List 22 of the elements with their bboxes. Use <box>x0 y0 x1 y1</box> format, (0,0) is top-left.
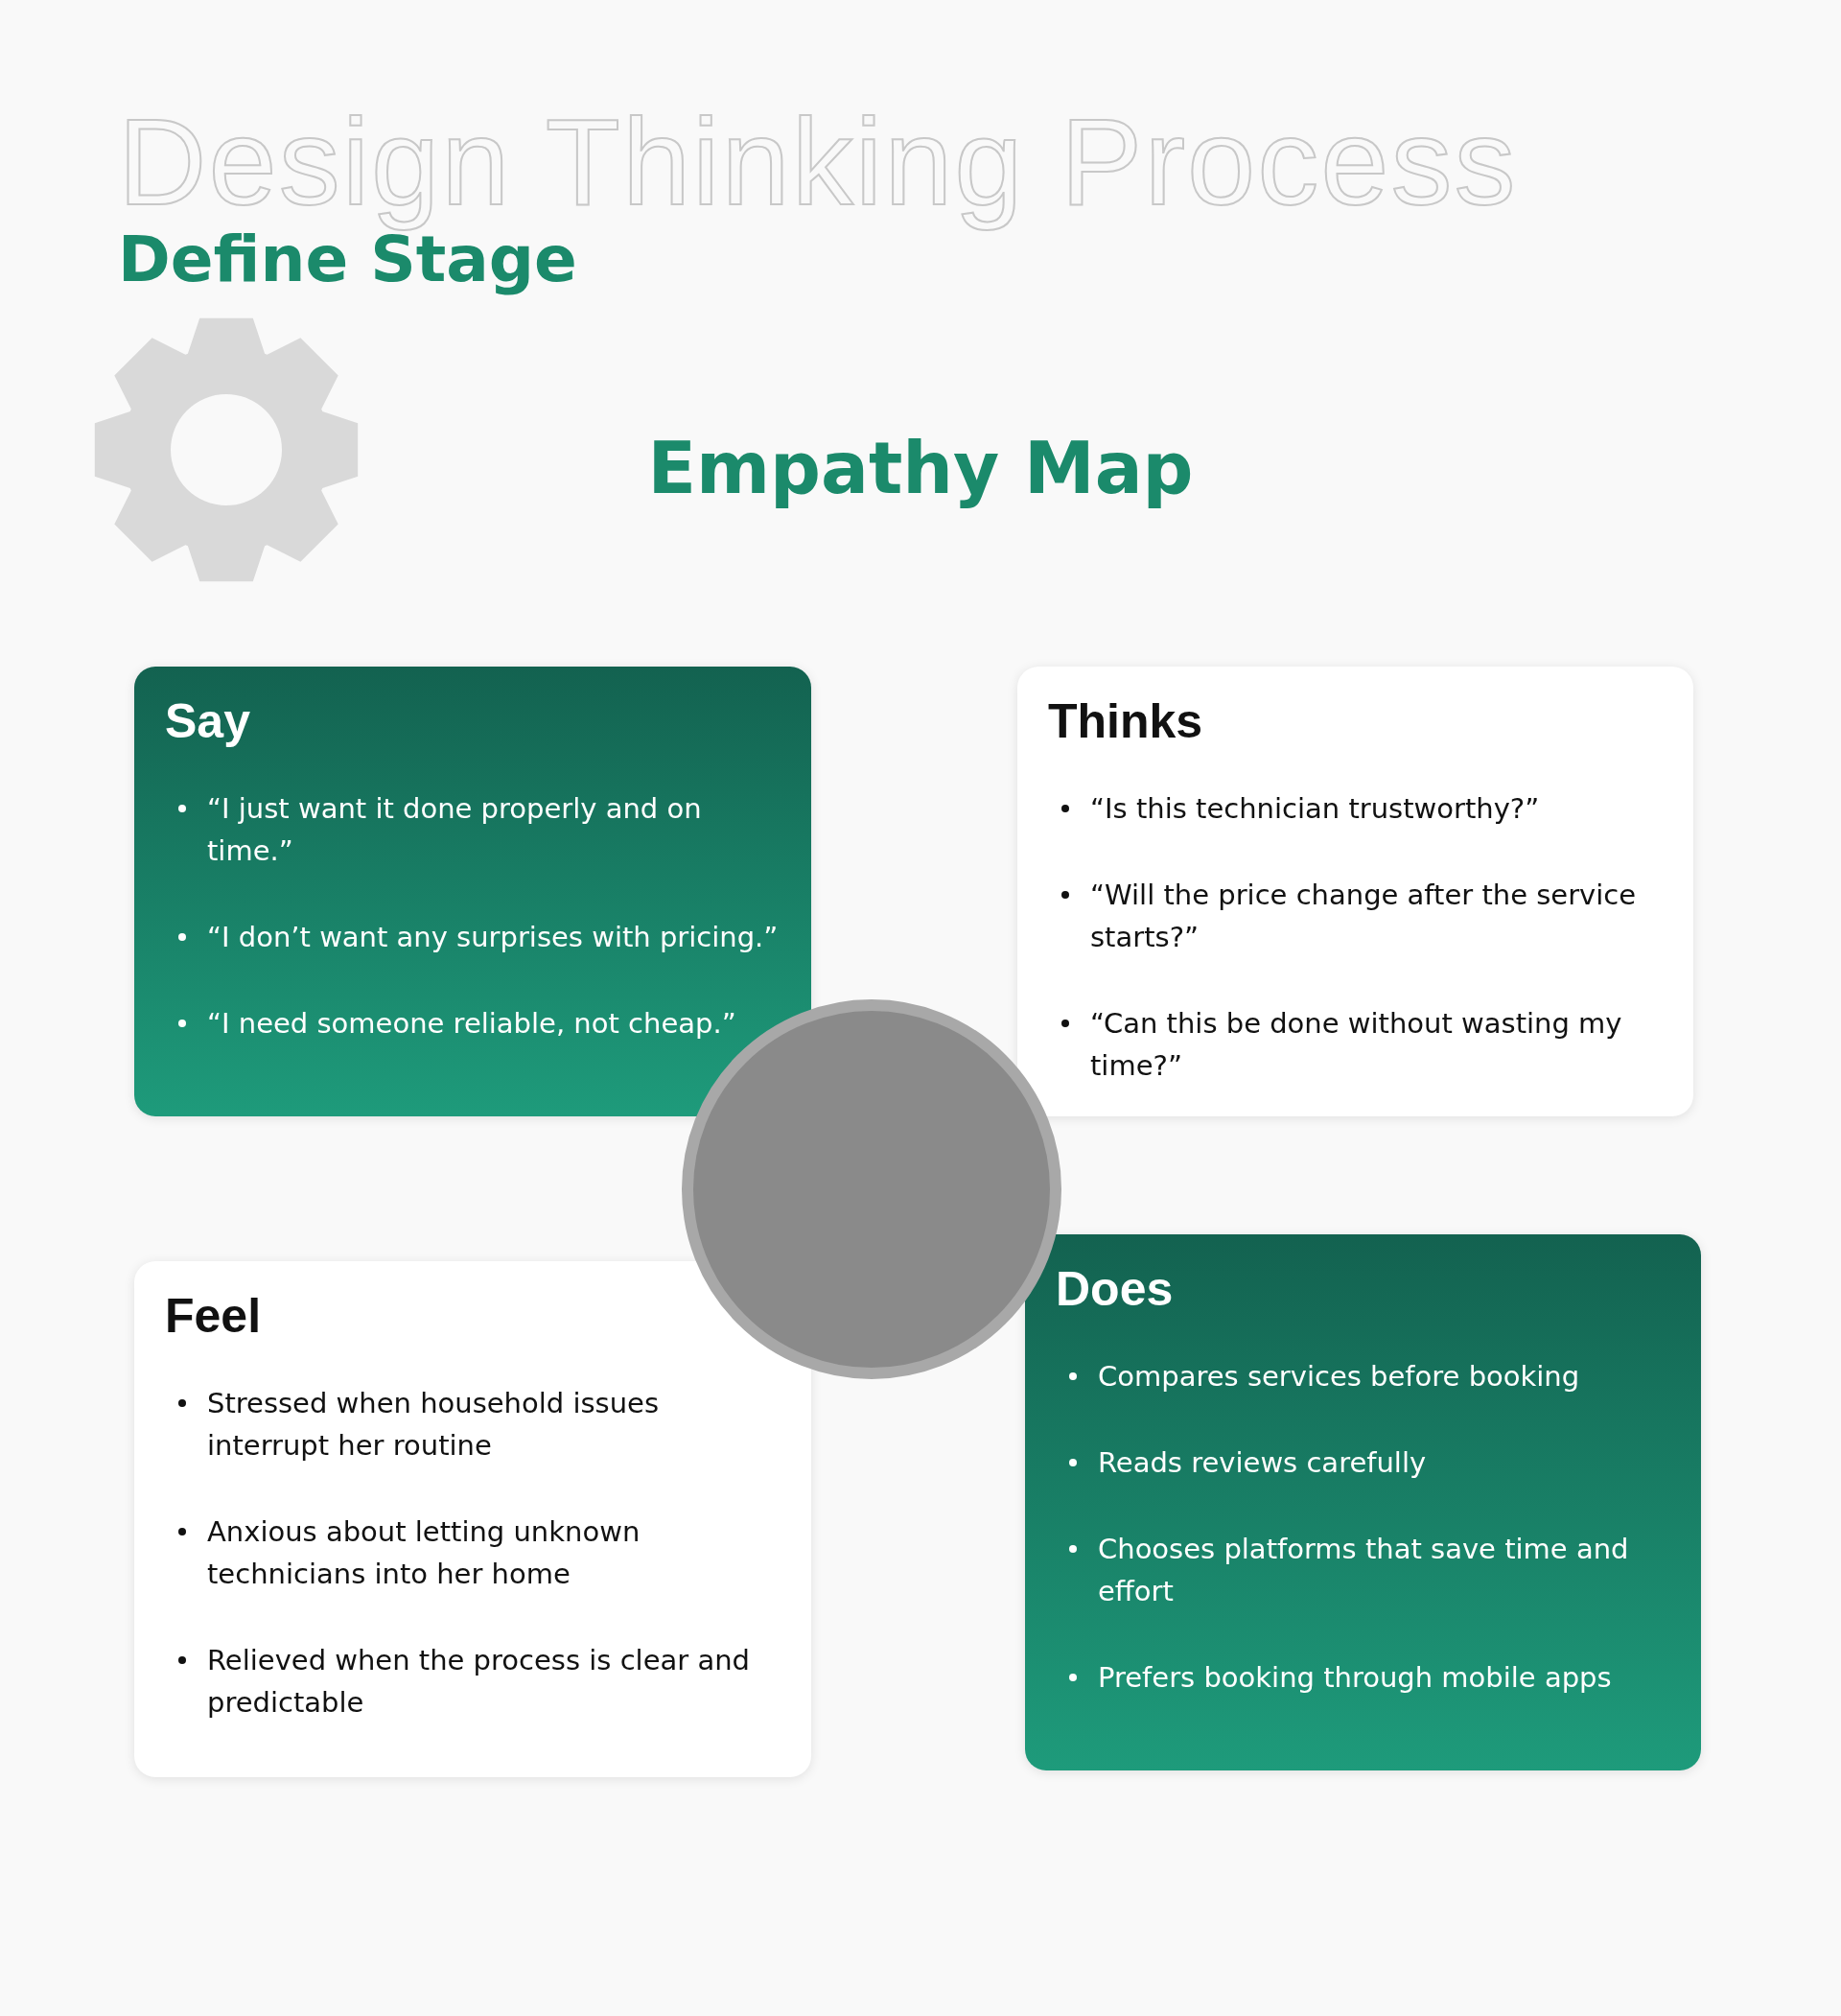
card <box>1025 1234 1701 1770</box>
card-heading: Feel <box>165 1288 262 1344</box>
bullet-text: Prefers booking through mobile apps <box>1098 1661 1612 1694</box>
bullet-text: “Can this be done without wasting my time?” <box>1090 1007 1622 1082</box>
card-heading: Say <box>165 693 250 749</box>
bullet-text: Stressed when household issues interrupt her routine <box>207 1387 659 1462</box>
bullet-text: Reads reviews carefully <box>1098 1446 1427 1479</box>
heading: Empathy Map <box>647 427 1194 509</box>
bullet-text: “Will the price change after the service starts?” <box>1090 879 1637 953</box>
card <box>134 1261 811 1777</box>
bullet-text: Anxious about letting unknown technicians into her home <box>207 1515 641 1590</box>
bullet-text: “I need someone reliable, not cheap.” <box>207 1007 736 1040</box>
bullet-text: “I don’t want any surprises with pricing.” <box>207 921 779 953</box>
bullet-text: “I just want it done properly and on time.” <box>207 792 702 867</box>
bullet-text: Relieved when the process is clear and predictable <box>207 1644 750 1719</box>
bullet-text: Compares services before booking <box>1098 1360 1580 1393</box>
bullet-text: Chooses platforms that save time and effort <box>1098 1533 1629 1607</box>
card-heading: Thinks <box>1048 693 1203 749</box>
bullet-text: “Is this technician trustworthy?” <box>1090 792 1540 825</box>
card <box>1017 667 1693 1116</box>
card-heading: Does <box>1056 1261 1174 1317</box>
card <box>134 667 811 1116</box>
